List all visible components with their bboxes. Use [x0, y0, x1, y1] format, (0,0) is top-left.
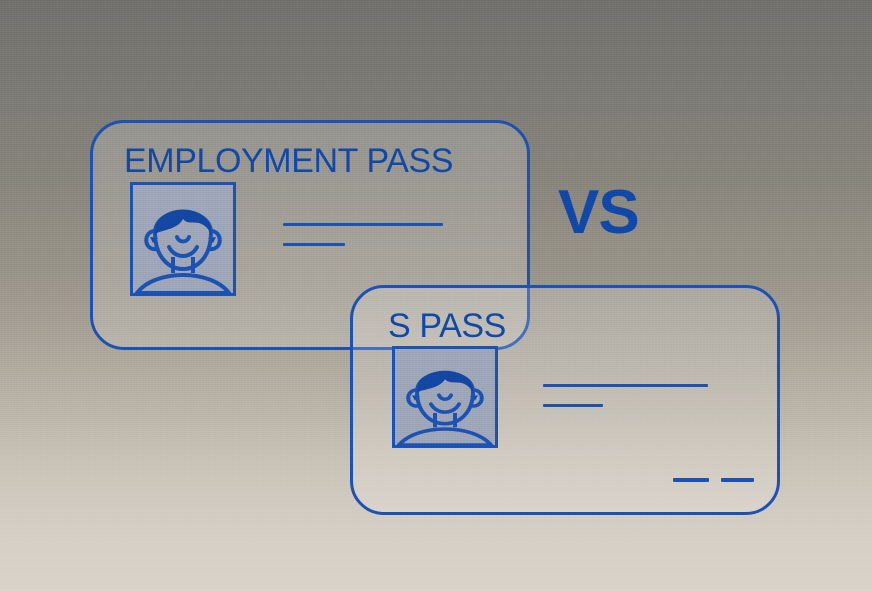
s-pass-detail-line [543, 404, 603, 407]
versus-label: VS [558, 178, 640, 247]
s-pass-title: S PASS [388, 307, 506, 345]
s-pass-signature-dash [721, 478, 754, 482]
employment-pass-name-line [283, 223, 443, 226]
person-portrait-icon [395, 349, 495, 445]
employment-pass-photo-frame [130, 182, 236, 296]
person-portrait-icon [133, 185, 233, 293]
s-pass-signature-dash [673, 478, 709, 482]
s-pass-name-line [543, 384, 708, 387]
s-pass-photo-frame [392, 346, 498, 448]
s-pass-card[interactable]: S PASS [350, 285, 780, 515]
employment-pass-card[interactable]: EMPLOYMENT PASS [90, 120, 530, 350]
employment-pass-title: EMPLOYMENT PASS [124, 142, 454, 180]
employment-pass-detail-line [283, 243, 345, 246]
